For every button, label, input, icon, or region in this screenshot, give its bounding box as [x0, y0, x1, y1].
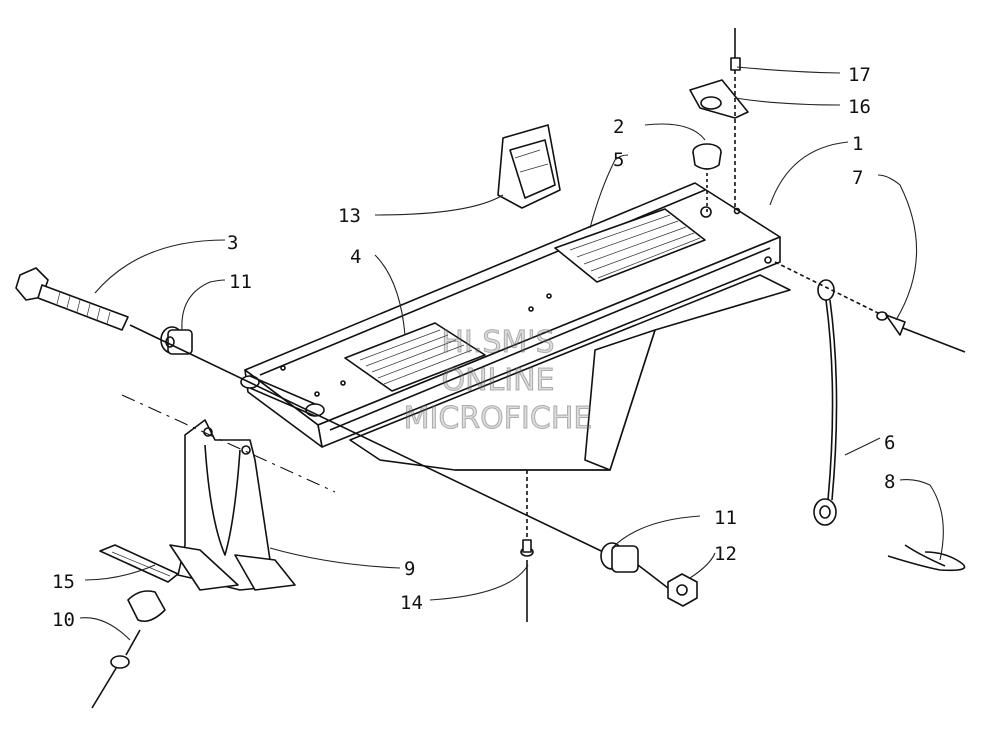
plate-16	[689, 79, 749, 119]
rivet-10	[91, 590, 166, 709]
clip-13	[497, 124, 561, 209]
pivot-bracket-9	[169, 419, 296, 591]
callout-12: 12	[714, 543, 737, 565]
watermark-line-3: MICROFICHE	[404, 401, 593, 436]
watermark-line-2: ONLINE	[441, 363, 554, 398]
callout-3: 3	[227, 232, 238, 254]
callout-13: 13	[338, 205, 361, 227]
pin-14	[520, 470, 534, 622]
bushing-11-upper	[160, 326, 193, 355]
callout-11a: 11	[229, 271, 252, 293]
leader-lines	[79, 66, 944, 641]
watermark-line-1: HI.SM'S	[441, 325, 554, 360]
callout-2: 2	[613, 116, 624, 138]
nut-12	[667, 573, 698, 607]
bushing-11-lower	[600, 542, 639, 573]
hairpin-8	[887, 544, 966, 572]
callout-16: 16	[848, 96, 871, 118]
callout-5: 5	[613, 149, 624, 171]
callout-15: 15	[52, 571, 75, 593]
callout-9: 9	[404, 558, 415, 580]
strap-15	[99, 544, 179, 583]
callout-4: 4	[350, 246, 361, 268]
grommet-2	[692, 143, 722, 212]
callout-11b: 11	[714, 507, 737, 529]
callout-8: 8	[884, 471, 895, 493]
decal-5	[554, 208, 706, 283]
bolt-3	[15, 267, 129, 331]
pin-7	[774, 261, 966, 353]
lanyard-6	[813, 279, 838, 526]
callout-14: 14	[400, 592, 423, 614]
watermark: HI.SM'S ONLINE MICROFICHE	[403, 325, 593, 437]
callout-6: 6	[884, 432, 895, 454]
callout-labels: 1 2 3 4 5 6 7 8 9 10 11 11 12 13 14 15 1…	[52, 64, 895, 631]
callout-17: 17	[848, 64, 871, 86]
rivet-17	[730, 28, 741, 210]
callout-1: 1	[852, 133, 863, 155]
callout-7: 7	[852, 167, 863, 189]
callout-10: 10	[52, 609, 75, 631]
